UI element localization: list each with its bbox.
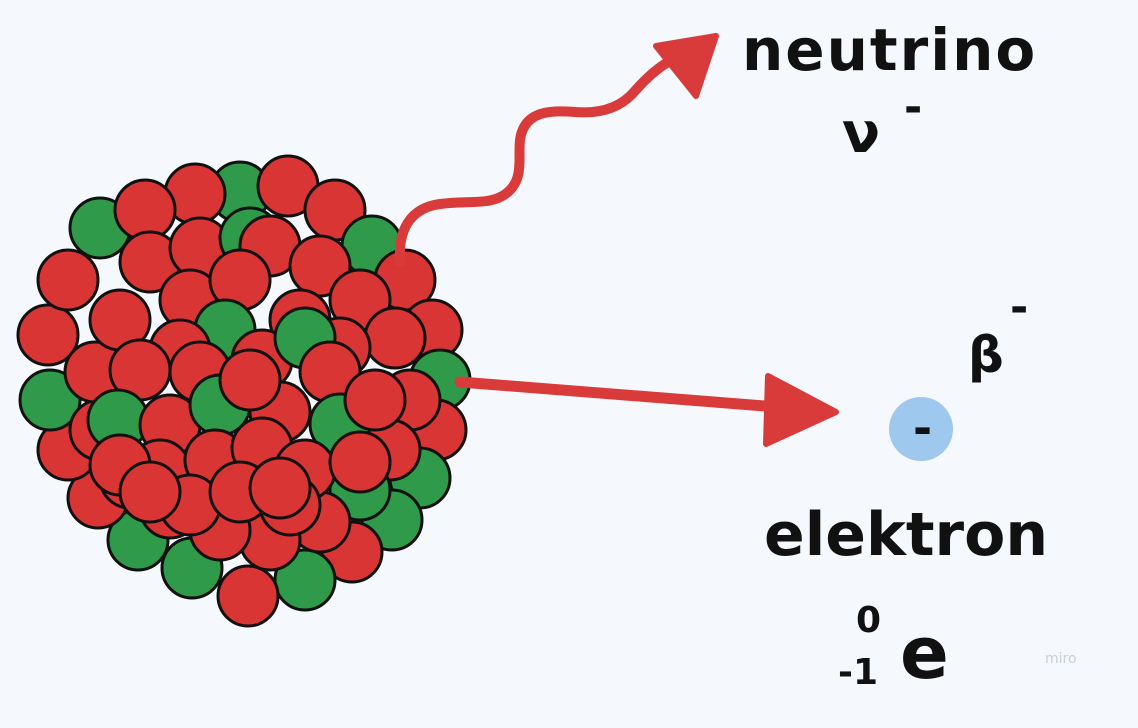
proton-ball <box>328 430 392 494</box>
proton-ball <box>36 248 100 312</box>
electron-charge: - <box>913 401 932 455</box>
electron-symbol: e <box>900 611 949 695</box>
proton-ball <box>216 564 280 628</box>
electron-circle <box>889 397 953 461</box>
neutrino-superscript: - <box>904 82 922 133</box>
neutrino-label: neutrino <box>742 16 1037 84</box>
beta-label: β <box>968 326 1004 384</box>
electron-particle: - <box>889 397 953 461</box>
proton-ball <box>343 368 407 432</box>
proton-ball <box>218 348 282 412</box>
proton-ball <box>363 306 427 370</box>
neutron-ball <box>18 368 82 432</box>
electron-arrow-shaft <box>454 376 796 414</box>
proton-ball <box>118 460 182 524</box>
mass-number: 0 <box>856 600 881 641</box>
neutrino-symbol: ν <box>842 101 880 166</box>
nucleus <box>16 154 472 628</box>
neutrino-arrowhead <box>653 33 719 99</box>
beta-superscript: - <box>1010 282 1028 333</box>
neutrino-arrow <box>394 33 719 267</box>
electron-label: elektron <box>764 500 1048 570</box>
neutrino-wavy-path <box>394 53 681 267</box>
proton-ball <box>248 456 312 520</box>
electron-arrowhead <box>763 373 839 447</box>
electron-arrow <box>454 373 839 447</box>
proton-ball <box>16 303 80 367</box>
charge-number: -1 <box>838 652 878 693</box>
watermark: miro <box>1045 651 1077 667</box>
